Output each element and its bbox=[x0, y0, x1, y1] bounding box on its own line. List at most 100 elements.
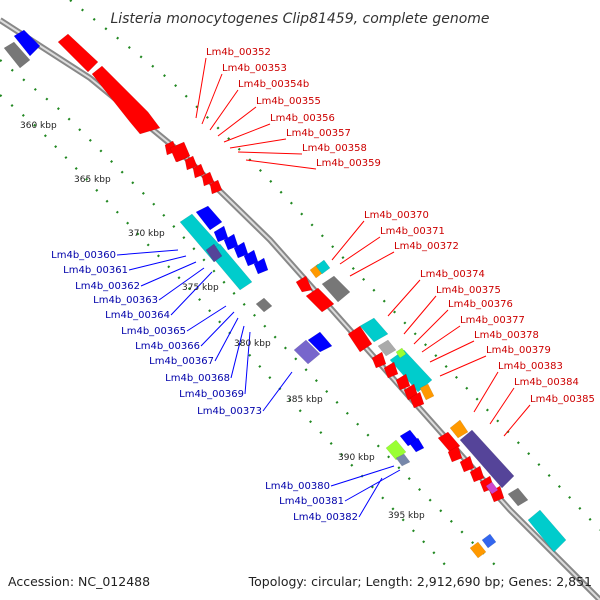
gene-label-reverse: Lm4b_00363 bbox=[93, 295, 158, 306]
kbp-tick-label: 375 kbp bbox=[182, 283, 219, 293]
kbp-tick-label: 395 kbp bbox=[388, 511, 425, 521]
gene-arrow-red-9 bbox=[383, 361, 399, 379]
leader-reverse bbox=[128, 255, 187, 271]
gene-label-forward: Lm4b_00354b bbox=[238, 79, 309, 90]
gene-block-slate-1 bbox=[205, 243, 223, 263]
gene-label-reverse: Lm4b_00367 bbox=[149, 356, 214, 367]
kbp-tick-label: 385 kbp bbox=[286, 395, 323, 405]
leader-forward bbox=[331, 220, 365, 261]
leader-forward bbox=[387, 279, 421, 317]
leader-reverse bbox=[330, 465, 395, 487]
gene-label-forward: Lm4b_00353 bbox=[222, 63, 287, 74]
leader-forward bbox=[503, 404, 531, 437]
kbp-tick-label: 370 kbp bbox=[128, 229, 165, 239]
gene-block-gray-5 bbox=[507, 487, 529, 507]
gene-label-reverse: Lm4b_00382 bbox=[293, 512, 358, 523]
leader-forward bbox=[421, 325, 461, 353]
gene-label-forward: Lm4b_00355 bbox=[256, 96, 321, 107]
gene-block-blue-2 bbox=[195, 205, 223, 231]
gene-label-reverse: Lm4b_00360 bbox=[51, 250, 116, 261]
gene-label-reverse: Lm4b_00365 bbox=[121, 326, 186, 337]
gene-label-reverse: Lm4b_00369 bbox=[179, 389, 244, 400]
leader-reverse bbox=[344, 469, 401, 502]
gene-label-forward: Lm4b_00377 bbox=[460, 315, 525, 326]
gene-block-gray-4 bbox=[377, 339, 397, 357]
gene-arrow-red-7 bbox=[295, 275, 313, 293]
topology-text: Topology: circular; Length: 2,912,690 bp… bbox=[248, 574, 592, 589]
gene-arrow-red-6 bbox=[209, 179, 223, 195]
leader-forward bbox=[403, 295, 437, 335]
leader-forward bbox=[413, 309, 449, 345]
kbp-tick-label: 365 kbp bbox=[74, 175, 111, 185]
leader-forward bbox=[245, 159, 317, 170]
gene-label-forward: Lm4b_00379 bbox=[486, 345, 551, 356]
gene-block-lime-1 bbox=[395, 347, 407, 359]
gene-block-orange-3 bbox=[449, 419, 469, 439]
map-title: Listeria monocytogenes Clip81459, comple… bbox=[110, 11, 489, 27]
gene-label-reverse: Lm4b_00381 bbox=[279, 496, 344, 507]
gene-label-forward: Lm4b_00376 bbox=[448, 299, 513, 310]
gene-block-orange-2 bbox=[419, 383, 435, 401]
gene-labels: Lm4b_00352Lm4b_00353Lm4b_00354bLm4b_0035… bbox=[51, 47, 595, 523]
gene-label-forward: Lm4b_00352 bbox=[206, 47, 271, 58]
gene-block-blue-6 bbox=[481, 533, 497, 549]
leader-forward bbox=[217, 106, 257, 137]
leader-reverse bbox=[186, 305, 227, 332]
gene-block-red-5 bbox=[347, 325, 373, 353]
gene-block-cyan-4 bbox=[359, 317, 389, 343]
gene-arrow-red-10 bbox=[395, 373, 411, 391]
gene-label-reverse: Lm4b_00362 bbox=[75, 281, 140, 292]
gene-block-blue-3 bbox=[307, 331, 333, 353]
gene-label-forward: Lm4b_00385 bbox=[530, 394, 595, 405]
gene-label-forward: Lm4b_00370 bbox=[364, 210, 429, 221]
gene-label-forward: Lm4b_00371 bbox=[380, 226, 445, 237]
leader-reverse bbox=[116, 249, 179, 256]
leader-reverse bbox=[230, 325, 245, 379]
kbp-tick-label: 390 kbp bbox=[338, 453, 375, 463]
gene-block-slate-2 bbox=[293, 339, 321, 365]
gene-block-blue-5 bbox=[409, 437, 425, 453]
gene-label-reverse: Lm4b_00361 bbox=[63, 265, 128, 276]
gene-block-gray-2 bbox=[255, 297, 273, 313]
gene-label-reverse: Lm4b_00368 bbox=[165, 373, 230, 384]
gene-block-red-2 bbox=[91, 65, 161, 135]
gene-label-forward: Lm4b_00357 bbox=[286, 128, 351, 139]
accession-text: Accession: NC_012488 bbox=[8, 574, 150, 589]
gene-label-forward: Lm4b_00383 bbox=[498, 361, 563, 372]
gene-block-gray-1 bbox=[3, 41, 31, 69]
gene-label-reverse: Lm4b_00364 bbox=[105, 310, 170, 321]
leader-reverse bbox=[158, 267, 205, 301]
leader-forward bbox=[429, 340, 475, 363]
gene-block-slate-3 bbox=[395, 453, 411, 467]
leader-forward bbox=[489, 387, 515, 425]
leader-forward bbox=[195, 57, 207, 119]
feature-layer bbox=[3, 29, 567, 559]
gene-arrow-red-4 bbox=[192, 163, 206, 179]
dotted-ring-3 bbox=[0, 94, 451, 571]
gene-block-slate-4 bbox=[459, 429, 515, 489]
leader-reverse bbox=[358, 477, 383, 518]
gene-arrow-red-15 bbox=[469, 465, 485, 483]
gene-block-red-6 bbox=[437, 431, 461, 453]
gene-arrow-red-13 bbox=[447, 445, 463, 463]
leader-forward bbox=[223, 123, 271, 143]
gene-block-magenta-1 bbox=[485, 481, 499, 495]
leader-forward bbox=[229, 138, 287, 149]
gene-block-orange-4 bbox=[469, 541, 487, 559]
label-leaders bbox=[116, 57, 531, 518]
leader-forward bbox=[473, 371, 499, 413]
leader-forward bbox=[209, 89, 239, 131]
gene-label-forward: Lm4b_00378 bbox=[474, 330, 539, 341]
leader-reverse bbox=[262, 371, 293, 412]
gene-label-forward: Lm4b_00374 bbox=[420, 269, 485, 280]
gene-block-lime-2 bbox=[385, 439, 407, 461]
dotted-ring-2 bbox=[0, 59, 501, 571]
leader-reverse bbox=[214, 317, 239, 362]
kbp-tick-label: 380 kbp bbox=[234, 339, 271, 349]
leader-forward bbox=[339, 236, 381, 265]
gene-label-forward: Lm4b_00359 bbox=[316, 158, 381, 169]
gene-label-reverse: Lm4b_00366 bbox=[135, 341, 200, 352]
leader-forward bbox=[201, 73, 223, 125]
